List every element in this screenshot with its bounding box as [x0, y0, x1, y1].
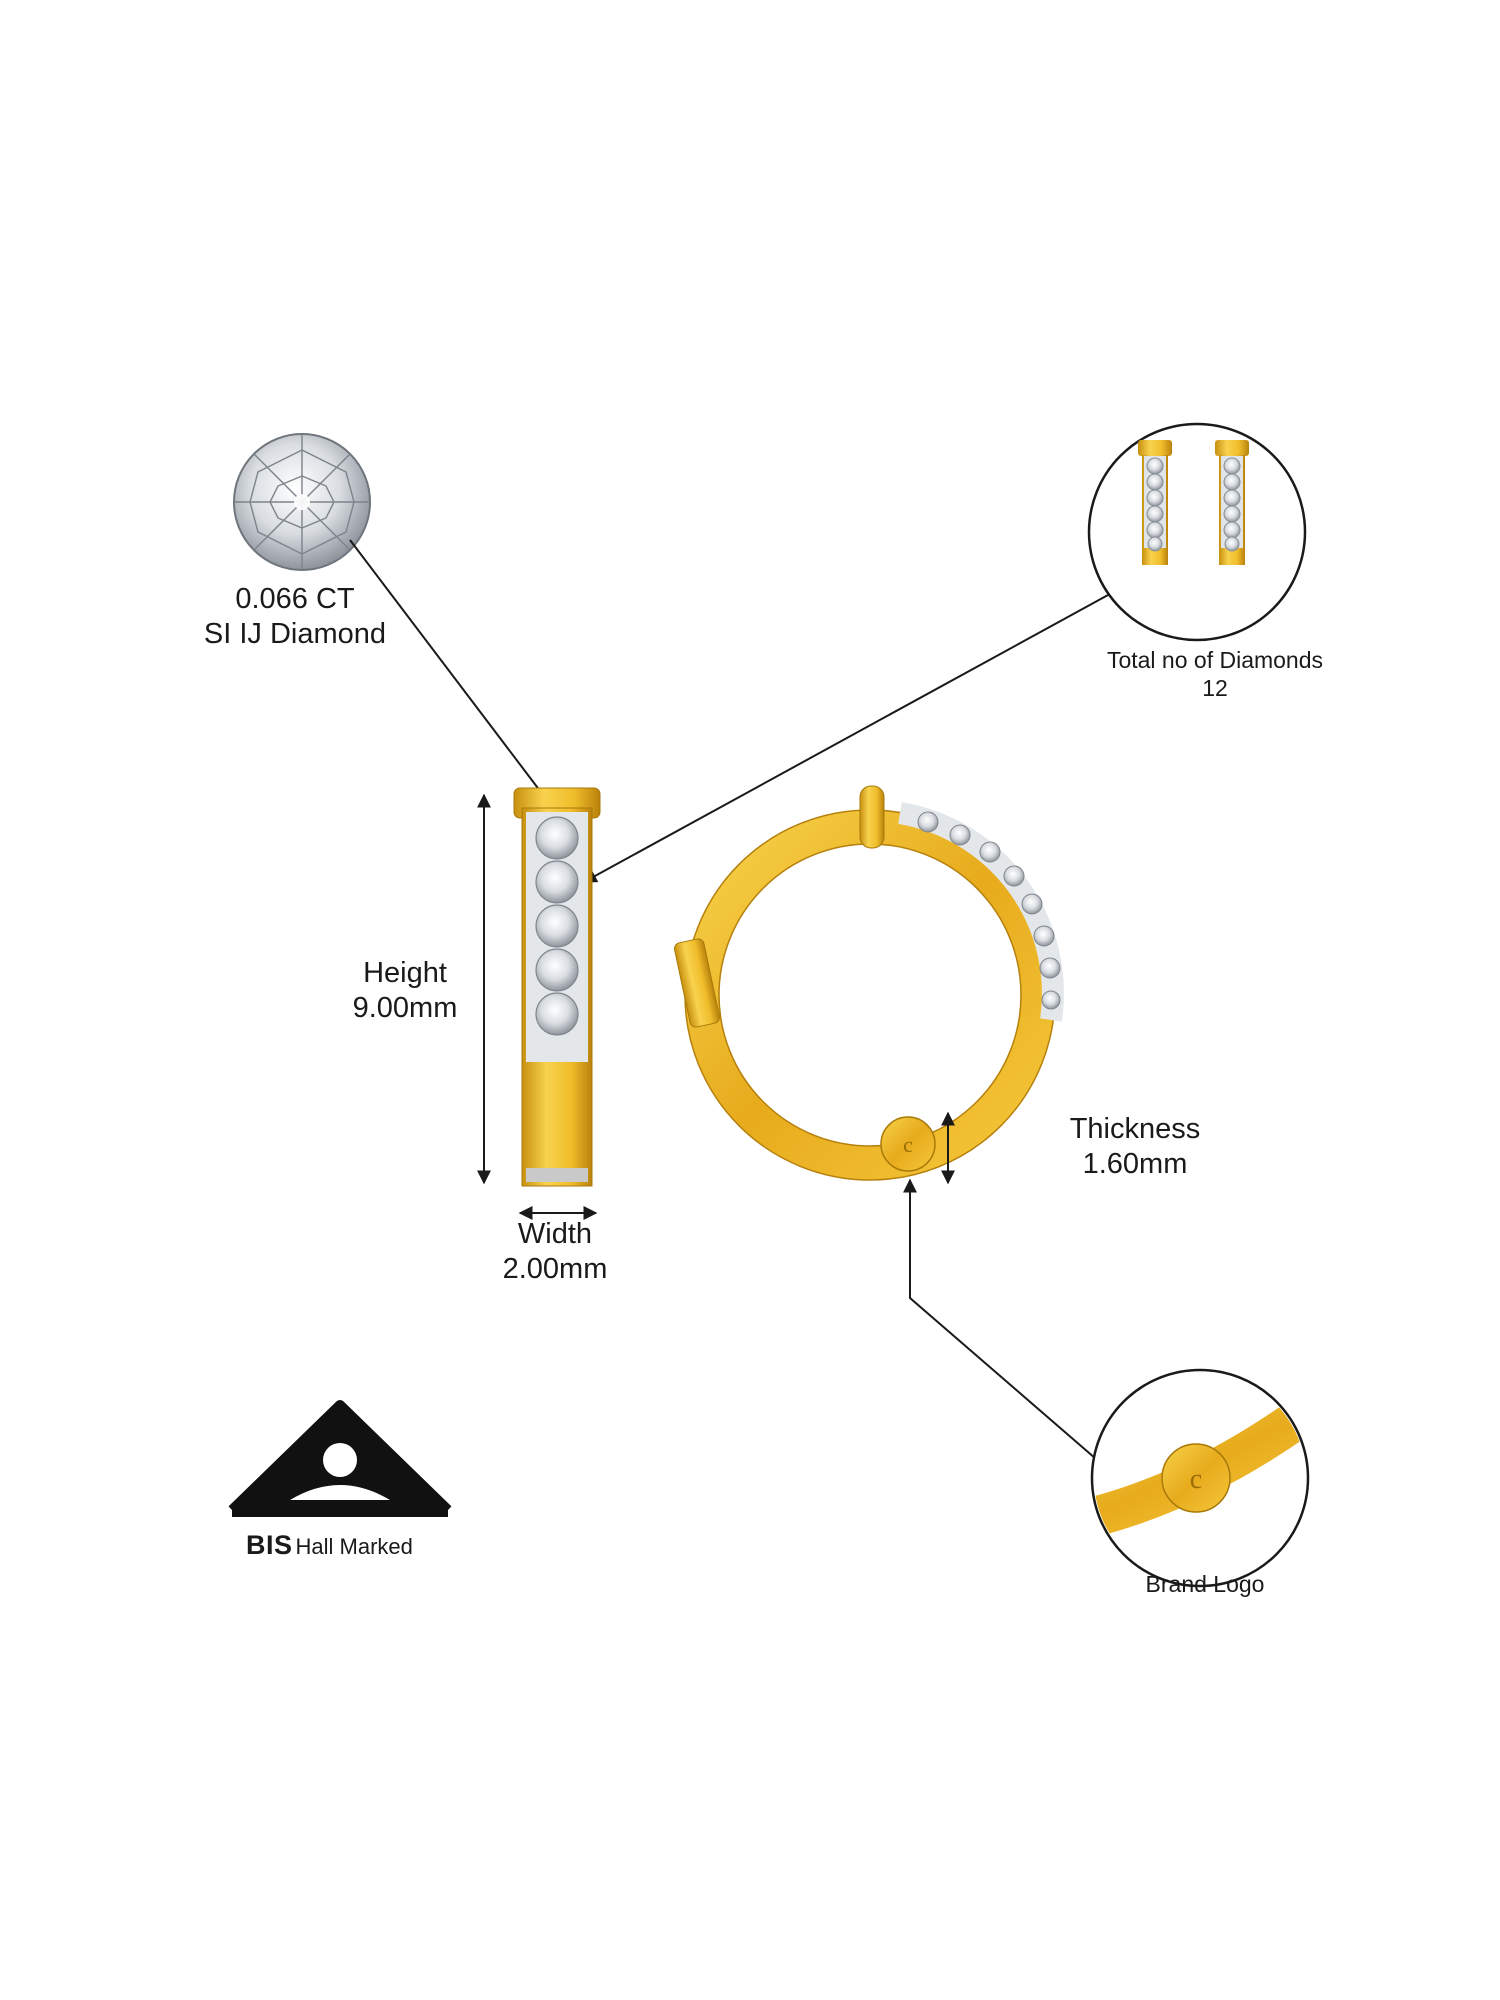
- width-label: Width 2.00mm: [470, 1217, 640, 1288]
- diamond-icon: [233, 433, 371, 571]
- brand-logo-icon: [880, 1116, 936, 1172]
- height-title: Height: [363, 957, 447, 989]
- diamond-carat: 0.066 CT: [235, 583, 355, 615]
- thickness-value: 1.60mm: [1082, 1148, 1188, 1181]
- diamond-leader-line: [349, 539, 557, 814]
- total-diamonds-title: Total no of Diamonds: [1106, 647, 1324, 673]
- diamonds-leader-line: [582, 594, 1109, 883]
- earring-pair-inset: [1087, 422, 1307, 642]
- total-diamonds-label: Total no of Diamonds 12: [1050, 646, 1380, 702]
- earring-front-view: c: [674, 785, 1064, 1181]
- total-diamonds-value: 12: [1202, 675, 1228, 702]
- width-title: Width: [517, 1218, 593, 1250]
- width-value: 2.00mm: [502, 1253, 608, 1286]
- brand-logo-label: Brand Logo: [1115, 1570, 1295, 1598]
- height-value: 9.00mm: [352, 992, 458, 1025]
- svg-text:c: c: [903, 1132, 913, 1157]
- diamond-quality: SI IJ Diamond: [203, 618, 387, 651]
- earring-side-view: [513, 787, 601, 1187]
- inset-earring-left: [1138, 440, 1172, 565]
- brand-logo-leader-line: [903, 1178, 1104, 1466]
- bis-hallmark-logo: [228, 1400, 452, 1517]
- bis-strong-text: BIS: [246, 1530, 293, 1560]
- height-label: Height 9.00mm: [330, 956, 480, 1027]
- brand-logo-inset: c: [1090, 1368, 1310, 1588]
- thickness-title: Thickness: [1069, 1113, 1201, 1145]
- inset-earring-right: [1215, 440, 1249, 565]
- diamond-spec-label: 0.066 CT SI IJ Diamond: [170, 582, 420, 653]
- bis-rest-text: Hall Marked: [295, 1534, 413, 1559]
- thickness-label: Thickness 1.60mm: [1050, 1112, 1220, 1183]
- svg-text:c: c: [1190, 1464, 1202, 1495]
- brand-logo-title: Brand Logo: [1145, 1571, 1265, 1597]
